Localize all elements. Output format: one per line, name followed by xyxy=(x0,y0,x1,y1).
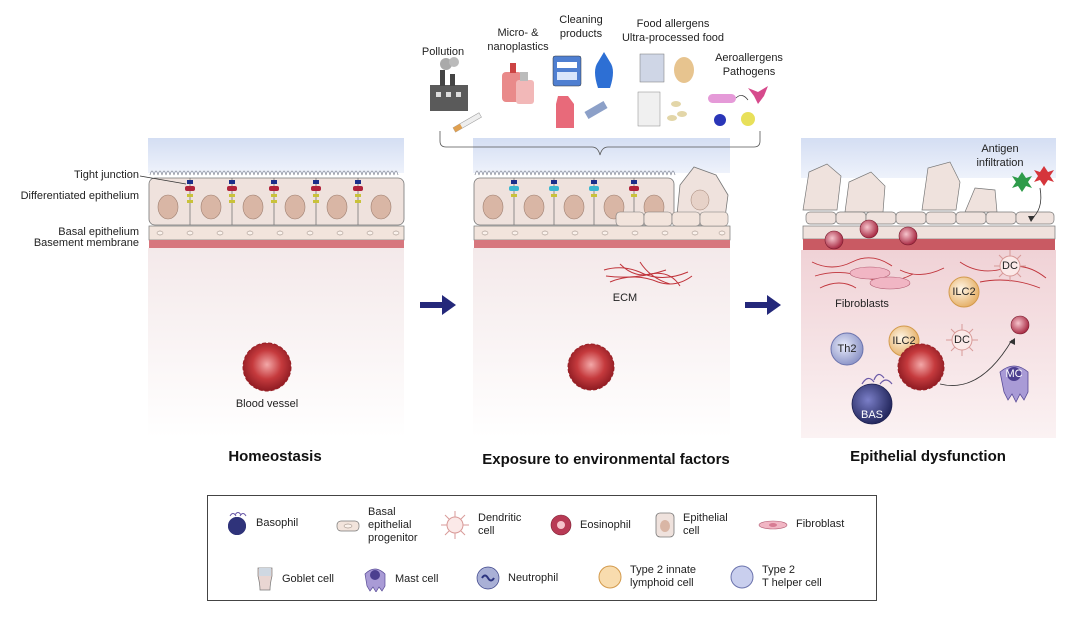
dc-tag-1: DC xyxy=(1002,260,1018,272)
panel-homeostasis: Blood vessel xyxy=(148,138,405,438)
arrow-right-1 xyxy=(420,295,456,315)
tight-junction-pointer xyxy=(139,175,187,185)
panel-dysfunction: Antigen infiltration Fibroblasts ILC2 IL… xyxy=(801,138,1056,438)
tight-junction-markers xyxy=(509,180,639,197)
legend-basal-progenitor: Basal epithelial progenitor xyxy=(336,506,418,545)
th2-cell xyxy=(830,332,864,366)
factors-bracket xyxy=(439,131,761,156)
fibroblasts-label: Fibroblasts xyxy=(835,298,889,310)
legend: Basophil Basal epithelial progenitor Den… xyxy=(207,495,877,601)
th2-tag: Th2 xyxy=(838,343,857,355)
goblet-cell-icon xyxy=(257,567,273,591)
basement-membrane xyxy=(149,240,404,248)
tight-junction-label: Tight junction xyxy=(74,169,139,181)
basal-epithelium xyxy=(473,211,731,241)
food-label-2: Ultra-processed food xyxy=(622,32,724,44)
bas-tag: BAS xyxy=(861,409,883,421)
antigen-label-1: Antigen xyxy=(981,143,1018,155)
factory-icon xyxy=(430,57,468,111)
basal-epithelium xyxy=(148,225,405,241)
legend-mast: Mast cell xyxy=(363,566,438,592)
ecm-label: ECM xyxy=(613,292,637,304)
cleaning-products-icon xyxy=(552,52,613,128)
ecm-fibers xyxy=(603,261,693,287)
cigarette-icon xyxy=(452,112,482,133)
legend-th2: Type 2 T helper cell xyxy=(730,564,822,590)
legend-eosinophil: Eosinophil xyxy=(550,514,631,536)
pathogens-icon xyxy=(708,86,768,126)
food-icon xyxy=(637,53,694,127)
epithelial-cell-icon xyxy=(655,512,675,538)
mast-cell xyxy=(999,365,1029,403)
side-labels: Tight junction Differentiated epithelium… xyxy=(21,169,187,249)
migration-arrowhead xyxy=(1009,338,1015,345)
antigen-arrowhead xyxy=(1028,216,1035,222)
neutrophil-icon xyxy=(476,566,500,590)
migration-arrow xyxy=(939,339,1013,386)
legend-epithelial: Epithelial cell xyxy=(655,512,728,538)
basement-membrane xyxy=(474,240,730,248)
homeostasis-title: Homeostasis xyxy=(228,448,321,465)
tight-junction-markers xyxy=(185,180,363,203)
micro-label-2: nanoplastics xyxy=(487,41,549,53)
basement-membrane xyxy=(803,239,1055,250)
dendritic-cell-icon xyxy=(441,511,469,539)
legend-goblet: Goblet cell xyxy=(256,566,334,592)
basement-membrane-label: Basement membrane xyxy=(34,237,139,249)
mc-tag: MC xyxy=(1005,368,1022,380)
blood-vessel xyxy=(242,342,292,392)
antigen-label-2: infiltration xyxy=(976,157,1023,169)
legend-ilc2: Type 2 innate lymphoid cell xyxy=(598,564,696,590)
basophil-cell xyxy=(851,373,893,425)
blood-vessel xyxy=(897,343,945,391)
legend-neutrophil: Neutrophil xyxy=(476,566,558,590)
dc-tag-2: DC xyxy=(954,334,970,346)
micro-label-1: Micro- & xyxy=(498,27,540,39)
legend-basophil: Basophil xyxy=(226,510,298,536)
legend-dendritic: Dendritic cell xyxy=(440,510,521,540)
lumen-area xyxy=(148,138,404,173)
cilia xyxy=(149,170,399,176)
cleaning-label-2: products xyxy=(560,28,603,40)
differentiated-epithelium-label: Differentiated epithelium xyxy=(21,190,139,202)
ilc2-icon xyxy=(598,565,622,589)
antigens xyxy=(1012,166,1054,192)
dysfunction-title: Epithelial dysfunction xyxy=(850,448,1006,465)
ilc2-tag-2: ILC2 xyxy=(892,335,915,347)
fibroblast-cells xyxy=(849,266,911,290)
dendritic-cells xyxy=(946,250,1026,356)
ilc2-tag-1: ILC2 xyxy=(952,286,975,298)
panel-exposure: ECM xyxy=(473,138,731,438)
eosinophil-icon xyxy=(550,514,572,536)
mast-cell-icon xyxy=(364,568,386,592)
cilia xyxy=(474,170,676,176)
legend-fibroblast: Fibroblast xyxy=(758,518,844,531)
food-label-1: Food allergens xyxy=(637,18,710,30)
cleaning-label-1: Cleaning xyxy=(559,14,602,26)
aero-label-1: Aeroallergens xyxy=(715,52,783,64)
blood-vessel-label: Blood vessel xyxy=(236,398,298,410)
pollution-label: Pollution xyxy=(422,46,464,58)
basal-progenitor-icon xyxy=(336,520,360,531)
exposure-title: Exposure to environmental factors xyxy=(482,451,730,468)
environmental-factors: Pollution Micro- & nanoplastics Cleaning… xyxy=(422,14,783,156)
blood-vessel xyxy=(567,343,615,391)
aero-label-2: Pathogens xyxy=(723,66,776,78)
eosinophil-cells xyxy=(824,219,1030,335)
arrow-right-2 xyxy=(745,295,781,315)
submucosa xyxy=(148,248,404,438)
plastic-bottles-icon xyxy=(502,63,534,104)
lumen-area xyxy=(473,138,730,173)
basal-epithelium-label: Basal epithelium xyxy=(58,226,139,238)
basophil-icon xyxy=(228,512,247,535)
fibroblast-icon xyxy=(758,520,788,529)
th2-icon xyxy=(730,565,754,589)
